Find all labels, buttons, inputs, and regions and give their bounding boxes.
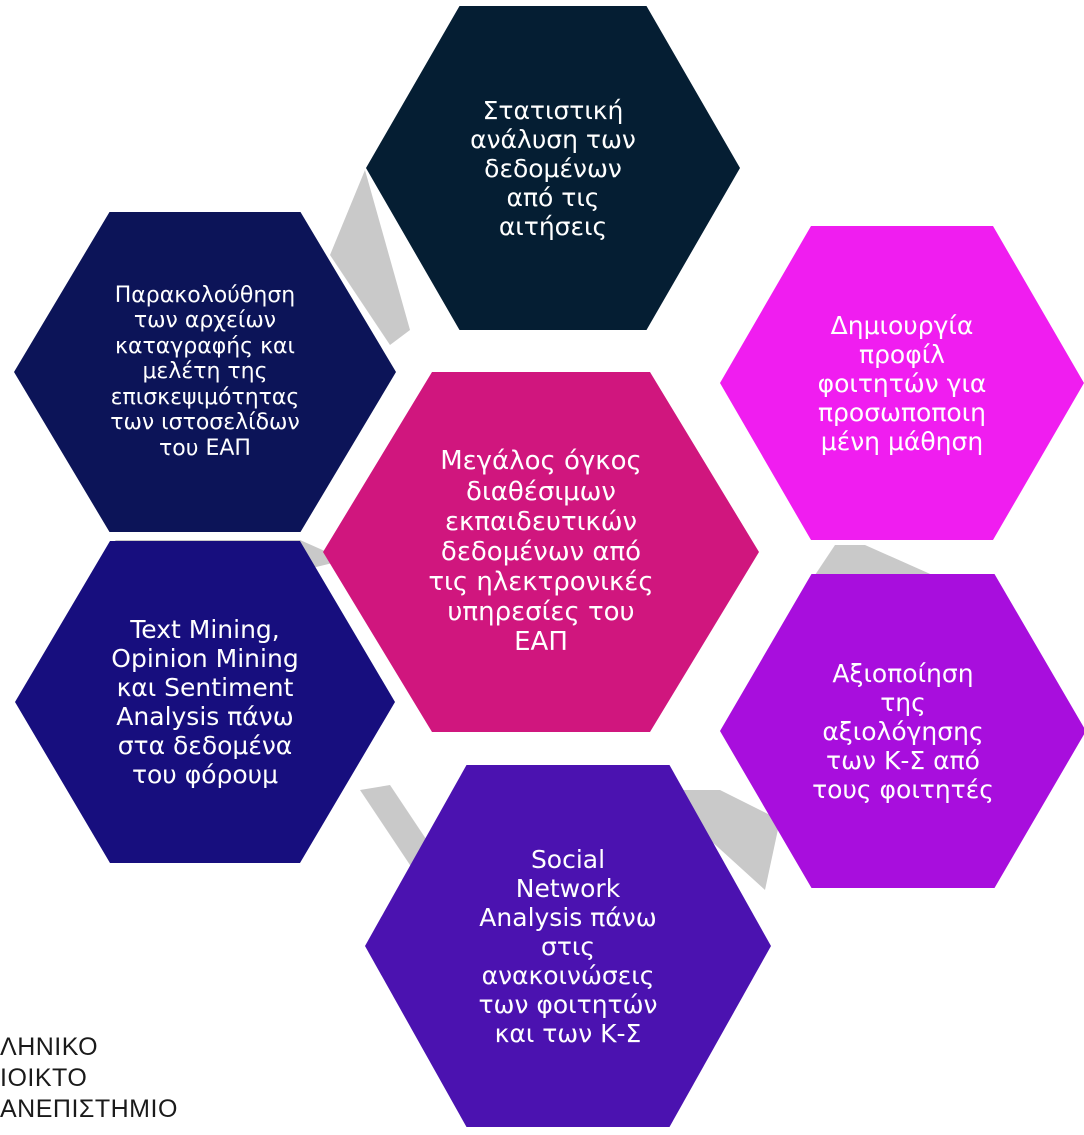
hexagon-lower-right <box>720 574 1084 888</box>
hexagon-label-lower-right: Αξιοποίηση της αξιολόγησης των Κ-Σ από τ… <box>812 658 994 804</box>
hexagon-lower-left <box>15 541 395 863</box>
hexagon-top <box>366 6 740 330</box>
hexagon-label-upper-right: Δημιουργία προφίλ φοιτητών για προσωποπο… <box>817 310 987 456</box>
hexagon-label-lower-left: Text Mining, Opinion Mining και Sentimen… <box>111 615 299 789</box>
logo-line-3: ΑΝΕΠΙΣΤΗΜΙΟ <box>0 1095 178 1123</box>
connector-1 <box>330 170 410 345</box>
hexagon-upper-left <box>14 212 396 532</box>
hexagon-center <box>323 372 759 732</box>
hexagon-label-bottom: Social Network Analysis πάνω στις ανακοι… <box>478 844 658 1048</box>
logo-line-2: ΙΟΙΚΤΟ <box>0 1064 88 1092</box>
hexagon-upper-right <box>720 226 1084 540</box>
university-logo: ΛΗΝΙΚΟ ΙΟΙΚΤΟ ΑΝΕΠΙΣΤΗΜΙΟ <box>0 1032 178 1125</box>
hexagon-label-center: Μεγάλος όγκος διαθέσιμων εκπαιδευτικών δ… <box>428 446 654 658</box>
hexagon-bottom <box>365 765 771 1127</box>
logo-line-1: ΛΗΝΙΚΟ <box>0 1033 99 1061</box>
hexagon-label-upper-left: Παρακολούθηση των αρχείων καταγραφής και… <box>110 282 300 461</box>
hexagon-label-top: Στατιστική ανάλυση των δεδομένων από τις… <box>470 95 636 241</box>
